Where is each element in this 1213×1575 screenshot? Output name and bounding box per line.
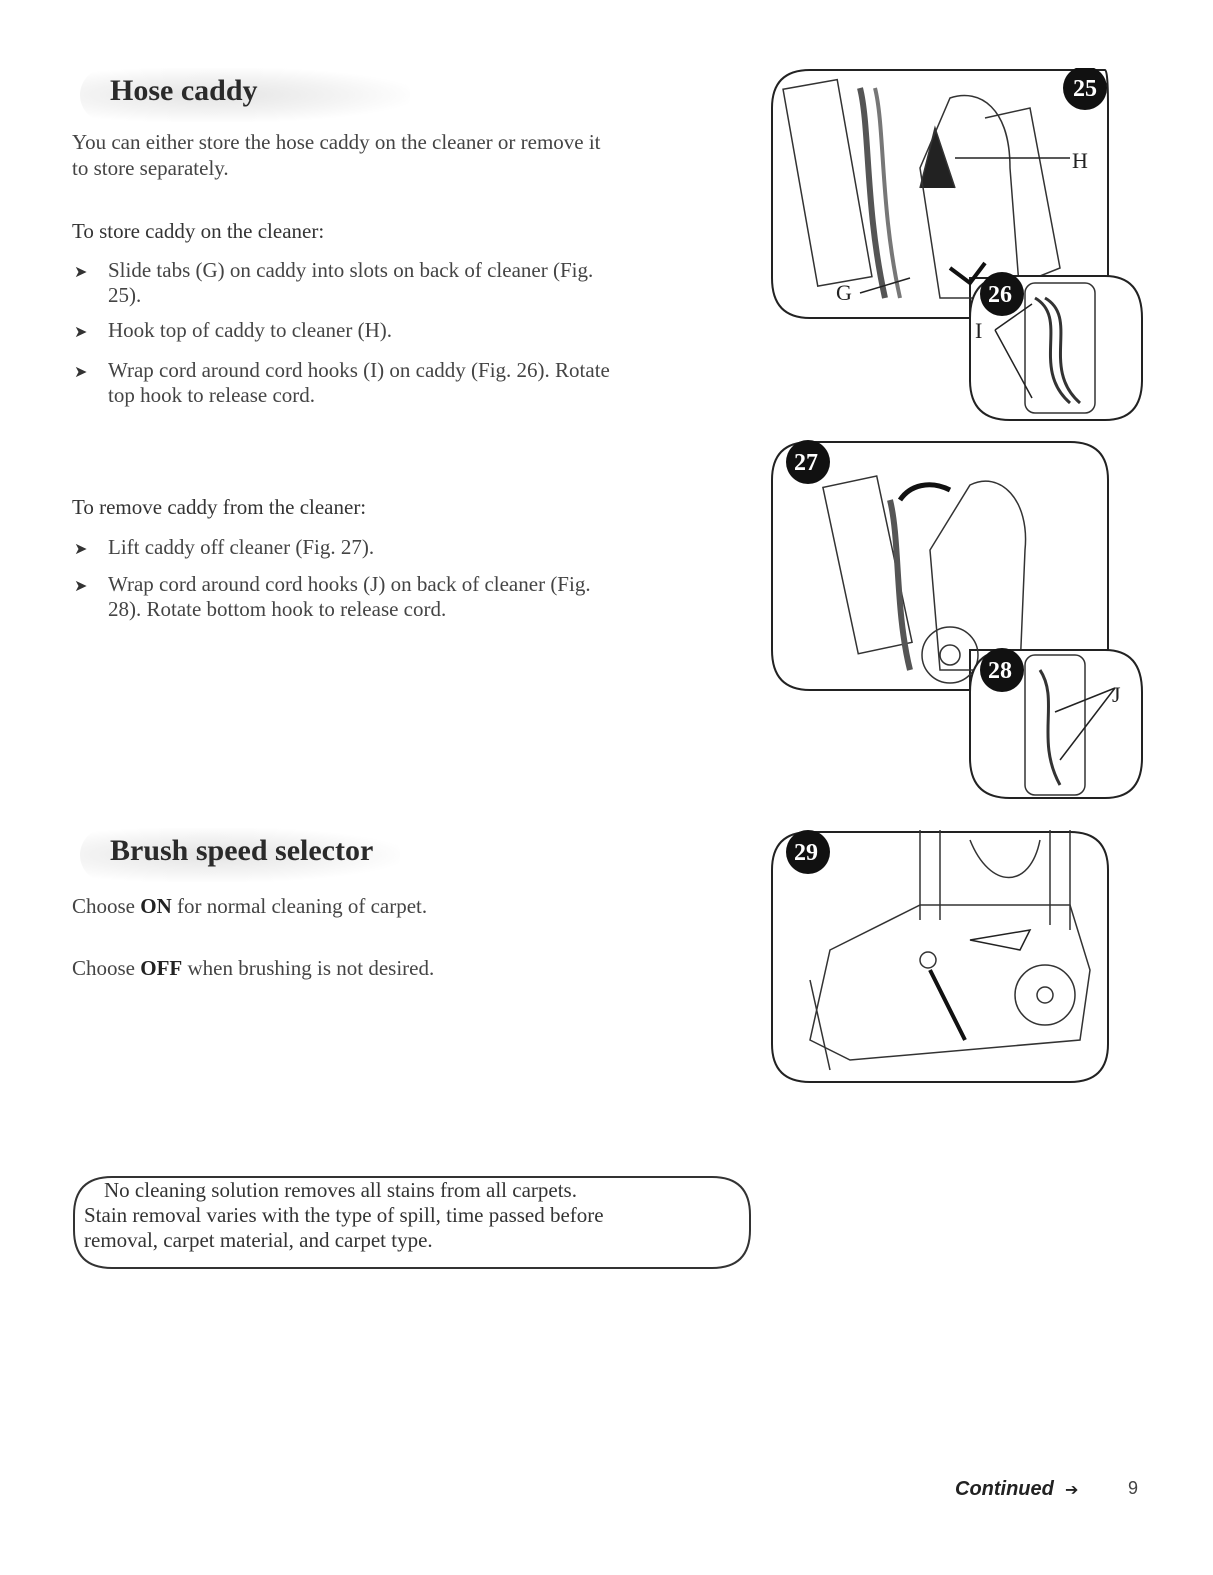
brush-speed-title: Brush speed selector	[110, 834, 374, 867]
store-bullet-1: ➤ Slide tabs (G) on caddy into slots on …	[74, 258, 594, 307]
bullet-arrow-icon: ➤	[74, 264, 88, 281]
fig27-frame	[771, 441, 1109, 691]
figure-25-26: H G 25 I 26	[771, 68, 1143, 421]
bullet-arrow-icon: ➤	[74, 541, 88, 558]
figure-27-28: 27 J 28	[771, 440, 1143, 799]
page-number: 9	[1128, 1478, 1139, 1498]
figure-29: 29	[771, 830, 1109, 1083]
brush-off-line: Choose OFF when brushing is not desired.	[72, 956, 435, 980]
fig26-badge	[980, 272, 1024, 316]
note-line-1: No cleaning solution removes all stains …	[104, 1178, 577, 1202]
hose-caddy-title: Hose caddy	[110, 74, 258, 107]
stain-note-box: No cleaning solution removes all stains …	[72, 1175, 752, 1270]
remove-caddy-heading: To remove caddy from the cleaner:	[72, 495, 367, 519]
fig27-illustration	[822, 475, 1027, 684]
note-line-2: Stain removal varies with the type of sp…	[84, 1203, 604, 1227]
fig25-frame	[771, 69, 1109, 319]
continued-label: Continued	[955, 1478, 1054, 1500]
continued-arrow-icon: ➔	[1064, 1480, 1079, 1499]
fig28-badge	[980, 648, 1024, 692]
hose-caddy-intro: You can either store the hose caddy on t…	[72, 130, 601, 180]
brush-on-line: Choose ON for normal cleaning of carpet.	[72, 894, 428, 918]
brush-speed-heading: Brush speed selector	[80, 828, 400, 882]
store-bullet-3: ➤ Wrap cord around cord hooks (I) on cad…	[74, 358, 610, 407]
fig25-label-g: G	[836, 280, 852, 305]
fig27-badge	[786, 440, 830, 484]
fig25-badge	[1063, 68, 1107, 110]
hose-caddy-heading: Hose caddy	[80, 68, 410, 122]
bullet-arrow-icon: ➤	[74, 324, 88, 341]
fig26-label-i: I	[975, 318, 982, 343]
remove-bullet-1: ➤ Lift caddy off cleaner (Fig. 27).	[72, 535, 752, 560]
footer: Continued ➔	[955, 1478, 1078, 1501]
fig29-badge	[786, 830, 830, 874]
bullet-arrow-icon: ➤	[74, 578, 88, 595]
store-bullet-2: ➤ Hook top of caddy to cleaner (H).	[72, 318, 752, 343]
fig28-number: 28	[988, 658, 1012, 684]
remove-bullet-2: ➤ Wrap cord around cord hooks (J) on bac…	[74, 572, 591, 621]
fig28-label-j: J	[1112, 682, 1121, 707]
fig25-illustration	[782, 78, 1070, 299]
fig26-number: 26	[988, 282, 1012, 308]
note-frame	[73, 1176, 751, 1269]
store-caddy-heading: To store caddy on the cleaner:	[72, 219, 325, 243]
fig29-number: 29	[794, 840, 818, 866]
fig28-illustration	[1024, 654, 1116, 796]
bullet-arrow-icon: ➤	[74, 364, 88, 381]
fig29-frame	[771, 831, 1109, 1083]
fig25-label-h: H	[1072, 148, 1088, 173]
fig25-number: 25	[1073, 76, 1097, 102]
note-line-3: removal, carpet material, and carpet typ…	[84, 1228, 433, 1252]
fig29-illustration	[809, 830, 1091, 1071]
fig27-number: 27	[794, 450, 818, 476]
fig26-illustration	[994, 282, 1096, 414]
